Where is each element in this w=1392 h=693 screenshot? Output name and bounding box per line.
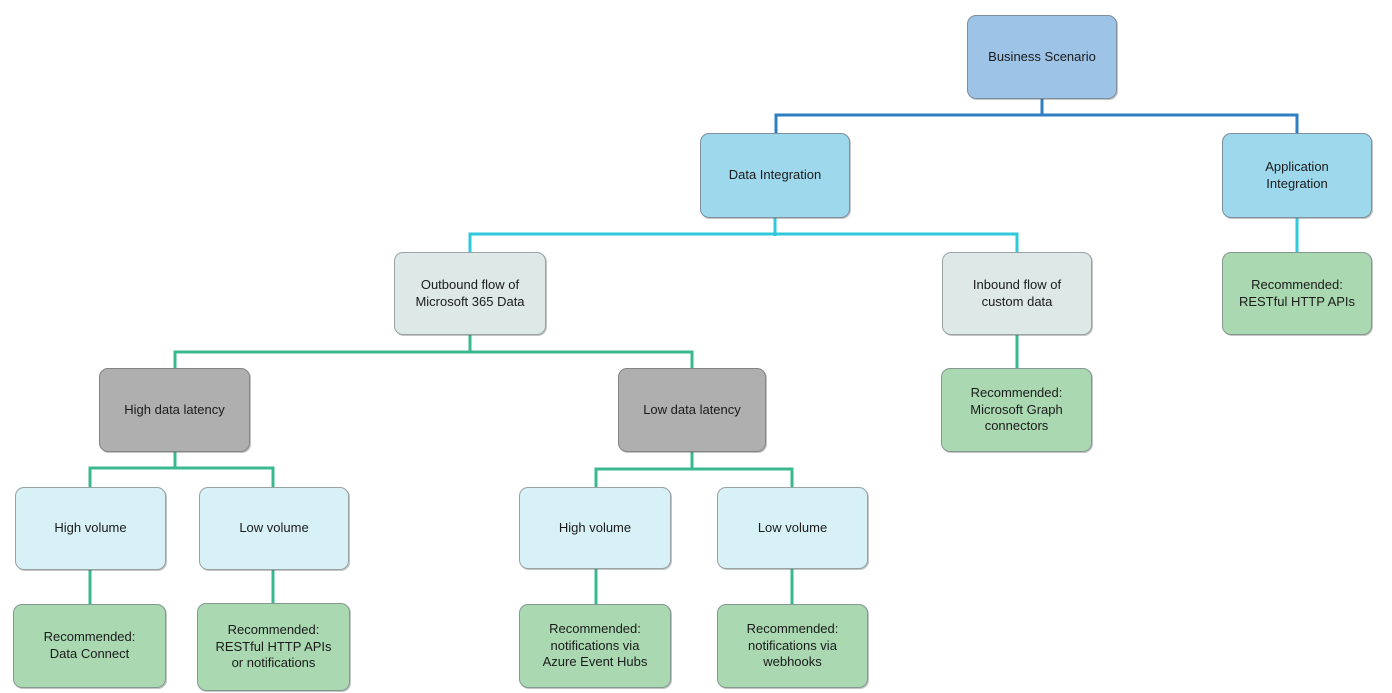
node-recommended-microsoft-graph-connectors: Recommended: Microsoft Graph connectors (941, 368, 1092, 452)
connector-latency-cross (173, 350, 694, 369)
node-recommended-restful-or-notifications: Recommended: RESTful HTTP APIs or notifi… (197, 603, 350, 691)
node-low-volume-low-latency: Low volume (717, 487, 868, 569)
node-recommended-webhooks: Recommended: notifications via webhooks (717, 604, 868, 688)
node-business-scenario: Business Scenario (967, 15, 1117, 99)
connector-level3-cross (468, 232, 1019, 253)
node-high-data-latency: High data latency (99, 368, 250, 452)
connector-low-latency-cross (594, 467, 794, 488)
node-low-data-latency: Low data latency (618, 368, 766, 452)
connector-high-latency-cross (88, 466, 275, 488)
node-application-integration: Application Integration (1222, 133, 1372, 218)
node-recommended-azure-event-hubs: Recommended: notifications via Azure Eve… (519, 604, 671, 688)
node-low-volume-high-latency: Low volume (199, 487, 349, 570)
node-high-volume-high-latency: High volume (15, 487, 166, 570)
node-inbound-flow: Inbound flow of custom data (942, 252, 1092, 335)
node-high-volume-low-latency: High volume (519, 487, 671, 569)
node-recommended-restful-http-apis: Recommended: RESTful HTTP APIs (1222, 252, 1372, 335)
connector-level2-cross (774, 113, 1299, 134)
node-data-integration: Data Integration (700, 133, 850, 218)
node-outbound-flow: Outbound flow of Microsoft 365 Data (394, 252, 546, 335)
node-recommended-data-connect: Recommended: Data Connect (13, 604, 166, 688)
